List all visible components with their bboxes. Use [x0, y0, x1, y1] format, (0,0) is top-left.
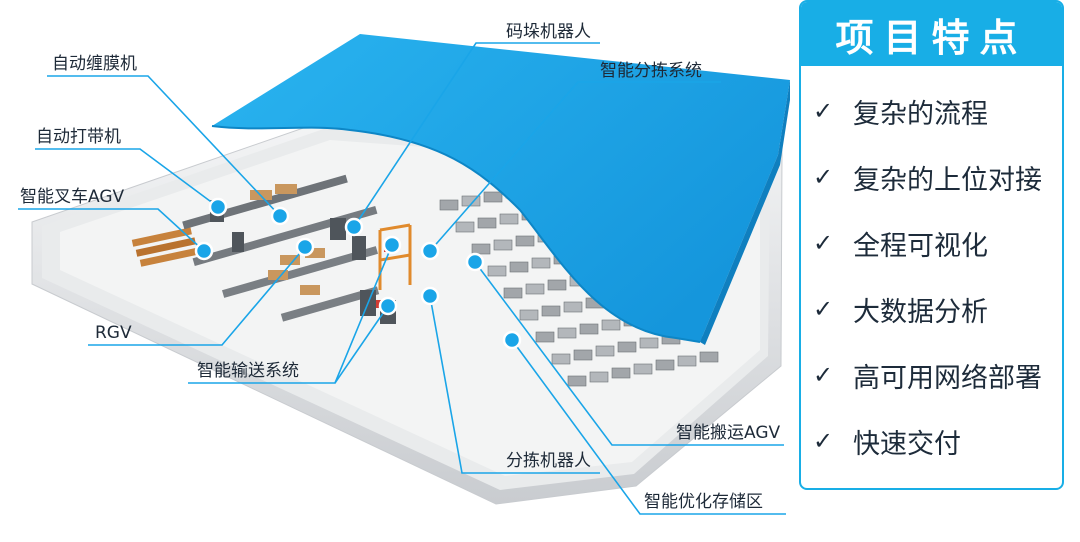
callout-sorting-robot: 分拣机器人 — [506, 451, 591, 471]
feature-item: ✓ 复杂的上位对接 — [801, 144, 1062, 210]
rack-unit — [509, 261, 529, 273]
rack-unit — [471, 243, 491, 255]
rack-unit — [639, 337, 659, 349]
feature-label: 复杂的流程 — [853, 98, 988, 130]
feature-item: ✓ 全程可视化 — [801, 210, 1062, 276]
callout-rgv: RGV — [95, 323, 132, 343]
feature-list: ✓ 复杂的流程 ✓ 复杂的上位对接 ✓ 全程可视化 ✓ 大数据分析 ✓ 高可用网络部署 ✓… — [801, 78, 1062, 474]
leader-handling-agv — [474, 261, 784, 446]
rack-unit — [551, 353, 571, 365]
rack-unit — [617, 341, 637, 353]
feature-label: 高可用网络部署 — [853, 362, 1042, 394]
marker-dot — [208, 197, 228, 217]
roof-edge — [211, 125, 701, 343]
rack-unit — [519, 309, 539, 321]
rack-unit — [633, 363, 653, 375]
callout-conveyor: 智能输送系统 — [197, 361, 299, 381]
rack-unit — [573, 349, 593, 361]
rack-unit — [579, 323, 599, 335]
marker-dot — [382, 235, 402, 255]
feature-label: 快速交付 — [853, 428, 961, 460]
rack-unit — [563, 301, 583, 313]
check-icon: ✓ — [813, 427, 834, 455]
marker-dot — [378, 296, 398, 316]
rack-unit — [531, 257, 551, 269]
rack-unit — [535, 331, 555, 343]
rack-unit — [655, 359, 675, 371]
roller-stack — [131, 227, 200, 267]
marker-dot — [465, 252, 485, 272]
rack-unit — [515, 235, 535, 247]
leader-storage — [511, 339, 786, 515]
rack-unit — [677, 355, 697, 367]
panel-title: 项目特点 — [801, 2, 1062, 66]
rack-unit — [547, 279, 567, 291]
rack-unit — [439, 199, 459, 211]
rack-unit — [595, 345, 615, 357]
feature-item: ✓ 复杂的流程 — [801, 78, 1062, 144]
rack-unit — [493, 239, 513, 251]
feature-label: 全程可视化 — [853, 230, 988, 262]
marker-dot — [194, 241, 214, 261]
feature-item: ✓ 大数据分析 — [801, 276, 1062, 342]
callout-forklift-agv: 智能叉车AGV — [20, 187, 125, 207]
callout-stretch-wrap: 自动缠膜机 — [52, 54, 137, 74]
rack-unit — [567, 375, 587, 387]
check-icon: ✓ — [813, 229, 834, 257]
check-icon: ✓ — [813, 163, 834, 191]
callout-sorting-system: 智能分拣系统 — [600, 61, 702, 81]
rack-unit — [525, 283, 545, 295]
rack-unit — [589, 371, 609, 383]
rack-unit — [611, 367, 631, 379]
check-icon: ✓ — [813, 295, 834, 323]
roof-canopy — [212, 34, 790, 342]
check-icon: ✓ — [813, 97, 834, 125]
check-icon: ✓ — [813, 361, 834, 389]
rack-unit — [503, 287, 523, 299]
callout-storage: 智能优化存储区 — [644, 492, 763, 512]
rack-unit — [461, 195, 481, 207]
leader-sorting-system — [429, 81, 721, 252]
palletizer-gantry — [378, 223, 412, 290]
marker-dot — [295, 237, 315, 257]
marker-dot — [270, 206, 290, 226]
marker-dot — [344, 217, 364, 237]
rack-unit — [455, 221, 475, 233]
leader-forklift-agv — [18, 208, 205, 252]
feature-item: ✓ 快速交付 — [801, 408, 1062, 474]
feature-item: ✓ 高可用网络部署 — [801, 342, 1062, 408]
features-panel: 项目特点 ✓ 复杂的流程 ✓ 复杂的上位对接 ✓ 全程可视化 ✓ 大数据分析 ✓ 高可用网… — [799, 0, 1064, 490]
leader-palletizer — [353, 42, 600, 228]
marker-dot — [420, 241, 440, 261]
leader-strapping — [35, 148, 219, 208]
leader-stretch-wrap — [47, 75, 281, 217]
rack-unit — [477, 217, 497, 229]
marker-dot — [420, 286, 440, 306]
leader-rgv — [88, 246, 306, 346]
leader-conveyor-b — [334, 305, 389, 384]
feature-label: 大数据分析 — [853, 296, 988, 328]
rack-unit — [601, 319, 621, 331]
feature-label: 复杂的上位对接 — [853, 164, 1042, 196]
rack-unit — [541, 305, 561, 317]
marker-dot — [502, 330, 522, 350]
rack-unit — [499, 213, 519, 225]
rack-unit — [699, 351, 719, 363]
callout-leaders — [18, 42, 786, 515]
rack-unit — [487, 265, 507, 277]
callout-markers — [194, 197, 522, 350]
callout-handling-agv: 智能搬运AGV — [676, 423, 781, 443]
rack-unit — [557, 327, 577, 339]
rack-unit — [483, 191, 503, 203]
callout-strapping: 自动打带机 — [36, 127, 121, 147]
callout-palletizer: 码垛机器人 — [506, 22, 591, 42]
leader-sorting-robot — [429, 295, 600, 474]
